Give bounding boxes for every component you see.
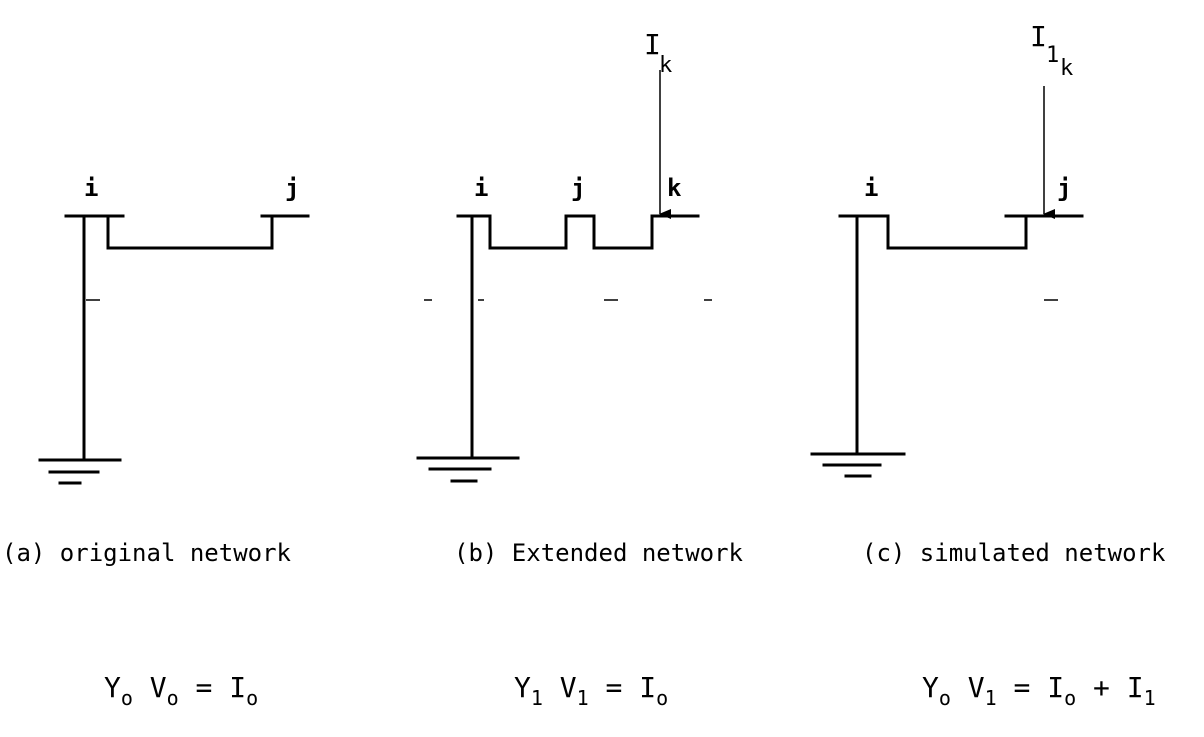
equation-subscript: 1 bbox=[576, 686, 589, 710]
equation-term: V bbox=[542, 671, 577, 704]
equation-subscript: 1 bbox=[984, 686, 997, 710]
node-label-i: i bbox=[864, 174, 878, 202]
equation-subscript: o bbox=[166, 686, 179, 710]
equation-subscript: o bbox=[938, 686, 951, 710]
current-subscript: k bbox=[659, 53, 672, 78]
equation-subscript: o bbox=[1064, 686, 1077, 710]
equation-subscript: o bbox=[246, 686, 259, 710]
equation-a: Yo Vo = Io bbox=[104, 671, 258, 710]
panel-a-original-network: i j bbox=[38, 174, 310, 485]
node-label-i: i bbox=[84, 174, 98, 202]
equation-term: Y bbox=[922, 671, 939, 704]
caption-c: (c) simulated network bbox=[862, 539, 1166, 567]
line-j-k bbox=[592, 214, 654, 250]
caption-a: (a) original network bbox=[2, 539, 291, 567]
equation-subscript: o bbox=[656, 686, 669, 710]
current-label-i1k: I1k bbox=[1030, 20, 1073, 81]
equation-term: V bbox=[132, 671, 167, 704]
equation-subscript: 1 bbox=[530, 686, 543, 710]
node-label-j: j bbox=[1057, 174, 1071, 202]
ground-icon bbox=[416, 456, 520, 483]
equation-c: Yo V1 = Io + I1 bbox=[922, 671, 1156, 710]
equation-term: Y bbox=[514, 671, 531, 704]
equation-subscript: o bbox=[120, 686, 133, 710]
current-subscript: 1 bbox=[1046, 43, 1059, 68]
equation-term: = I bbox=[178, 671, 247, 704]
equation-term: + I bbox=[1076, 671, 1144, 704]
node-label-j: j bbox=[571, 174, 585, 202]
current-symbol: I bbox=[644, 28, 661, 61]
node-label-k: k bbox=[667, 174, 682, 202]
equation-subscript: 1 bbox=[1143, 686, 1156, 710]
ground-icon bbox=[810, 452, 906, 478]
line-i-j bbox=[106, 214, 274, 250]
line-i-j bbox=[886, 214, 1028, 250]
ground-icon bbox=[38, 458, 122, 485]
node-label-i: i bbox=[474, 174, 488, 202]
equation-term: Y bbox=[104, 671, 121, 704]
equation-term: = I bbox=[588, 671, 657, 704]
panel-c-simulated-network: i j I1k bbox=[810, 20, 1084, 478]
caption-b: (b) Extended network bbox=[454, 539, 743, 567]
equation-term: = I bbox=[996, 671, 1065, 704]
equation-term: V bbox=[950, 671, 985, 704]
line-i-j bbox=[488, 214, 568, 250]
node-label-j: j bbox=[285, 174, 299, 202]
equation-b: Y1 V1 = Io bbox=[514, 671, 668, 710]
current-subsubscript: k bbox=[1060, 56, 1073, 81]
current-symbol: I bbox=[1030, 20, 1047, 53]
